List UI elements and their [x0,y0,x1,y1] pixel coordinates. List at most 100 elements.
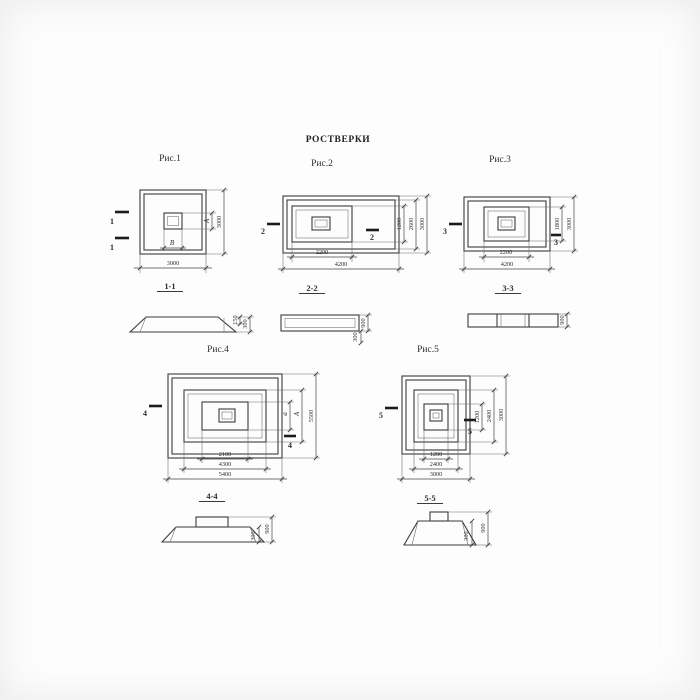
fig1-dim-bottom: 3000 [167,260,180,267]
fig4-cut-number: 4 [143,409,147,418]
fig3-column [497,216,516,231]
fig5-dim-right-step: 1200 [474,411,481,424]
fig2-plan [282,195,400,254]
fig3-cut-number: 3 [554,238,558,247]
fig5-dimensions: 1200 2400 3000 1200 2400 3000 [397,373,510,483]
fig5-column [429,409,443,422]
fig1-outer-contour [139,189,207,255]
fig3-title: Рис.3 [489,155,511,165]
fig1-section-dim-height: 300 [242,319,249,328]
fig4-title: Рис.4 [207,345,229,355]
fig1-dim-right-inner: A [203,218,211,224]
fig2-step-inner [295,209,349,239]
fig1-section: 1-1 150 300 [128,281,254,335]
fig5-dim-bottom: 3000 [430,471,443,478]
fig5-section-label: 5-5 [424,493,435,503]
fig2-column-inner [314,219,328,228]
fig2-title: Рис.2 [311,159,333,169]
fig5-dim-bottom-step: 1200 [430,451,443,458]
fig2-step [291,205,353,243]
figure-2: Рис.2 2200 4200 1200 [261,159,431,346]
fig1-column-inner [167,216,179,226]
fig4-section-dim-height: 900 [264,524,271,533]
fig3-outer-contour [463,196,551,252]
fig2-dimensions: 2200 4200 1200 2600 3000 [278,193,431,273]
fig4-section: 4-4 900 300 [160,491,276,545]
fig2-section-profile [280,314,360,332]
fig5-section-stub [429,511,449,522]
fig4-column-inner [221,411,233,420]
fig1-dim-bottom-inner: B [170,239,175,247]
figure-4: Рис.4 2100 4300 5400 [143,345,320,545]
fig4-section-stub [195,516,229,528]
fig4-cut-number: 4 [288,441,292,450]
fig1-title: Рис.1 [159,154,181,164]
fig2-section-profile-inner [284,318,356,328]
fig1-dim-right: 3000 [216,216,223,229]
fig2-outer-contour [282,195,400,254]
fig4-section-label: 4-4 [206,491,218,501]
fig1-cut-marks: 1 1 [110,210,129,252]
fig2-section-label: 2-2 [306,283,317,293]
fig5-cut-marks: 5 5 [379,406,476,436]
fig3-column-inner [500,219,513,228]
fig2-inner-contour [286,199,396,250]
fig5-section-dim-height: 900 [480,523,487,532]
figure-3: Рис.3 2200 4200 1800 [443,155,578,330]
fig1-section-label: 1-1 [164,281,175,291]
fig5-step2 [423,403,449,431]
fig2-section-dim-edge: 300 [352,332,359,341]
fig2-dim-right-step: 1200 [396,218,403,231]
fig4-dim-right-mid: A [293,411,301,417]
fig3-cut-marks: 3 3 [443,222,561,247]
fig3-dimensions: 2200 4200 1800 3000 [459,194,578,273]
fig3-section-profile [467,313,559,328]
fig3-section-label: 3-3 [502,283,513,293]
fig3-dim-bottom-step: 2200 [500,249,513,256]
fig5-outer-contour [401,375,471,455]
fig1-section-dim-edge: 150 [232,315,239,324]
fig3-step-inner [487,210,526,238]
fig5-section-dim-edge: 300 [463,531,470,540]
fig1-dimensions: B 3000 A 3000 [134,187,228,273]
fig4-dim-bottom-step: 2100 [219,451,232,458]
fig4-section-profile [160,526,266,543]
fig3-dim-bottom: 4200 [501,261,514,268]
fig4-inner-contour [171,377,279,455]
fig2-dim-right: 3000 [419,218,426,231]
fig2-section: 2-2 900 300 [280,283,372,346]
fig3-step [483,206,530,242]
fig4-dimensions: 2100 4300 5400 a A 5500 [163,371,320,483]
fig1-plan [139,189,207,255]
fig4-cut-marks: 4 4 [143,404,296,450]
fig5-inner-contour [405,379,467,451]
fig3-section-dim-height: 900 [559,315,566,324]
fig4-dim-right: 5500 [308,410,315,423]
fig2-cut-number: 2 [261,227,265,236]
fig3-dim-right: 3000 [566,218,573,231]
sheet-title: РОСТВЕРКИ [306,135,371,145]
fig3-dim-right-step: 1800 [554,218,561,231]
fig4-column [218,408,236,423]
fig3-cut-number: 3 [443,227,447,236]
figure-1: Рис.1 B 3000 A 3000 [110,154,254,335]
fig4-plan [167,373,283,459]
fig3-plan [463,196,551,252]
fig2-cut-marks: 2 2 [261,222,379,242]
fig5-section: 5-5 900 300 [403,493,492,548]
fig4-outer-contour [167,373,283,459]
fig4-dim-bottom-mid: 4300 [219,461,232,468]
fig4-step2 [201,401,249,431]
fig5-dim-bottom-mid: 2400 [430,461,443,468]
fig2-cut-number: 2 [370,233,374,242]
fig5-dim-right: 3000 [498,409,505,422]
fig1-column [163,212,183,230]
fig4-step [183,389,267,443]
fig2-column [311,216,331,231]
fig1-section-profile [128,316,238,333]
fig3-inner-contour [467,200,547,248]
fig1-inner-contour [143,193,203,251]
fig4-step-inner [187,393,263,439]
fig4-section-dim-edge: 300 [250,531,257,540]
